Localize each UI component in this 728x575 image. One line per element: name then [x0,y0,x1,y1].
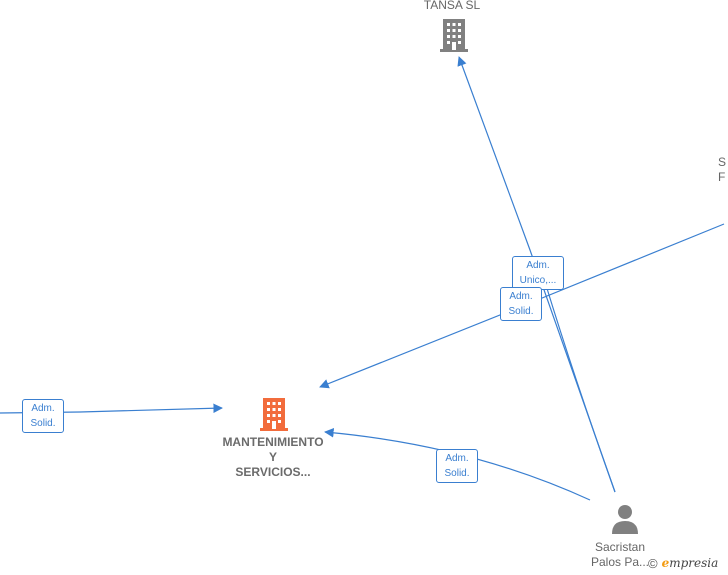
edge-label-adm-solid-center[interactable]: Adm. Solid. [500,287,542,321]
node-mantenimiento-line1: MANTENIMIENTO [222,435,324,449]
edge-label-line: Solid. [444,468,470,479]
edge-label-line: Adm. [526,260,550,271]
edge-label-adm-unico[interactable]: Adm. Unico,... [512,256,564,290]
empresia-watermark: © empresia [648,553,718,573]
node-sacristan-line1: Sacristan [594,540,646,554]
node-mantenimiento-line2: Y [268,450,277,464]
building-icon[interactable] [439,17,469,53]
edge-label-adm-solid-bottom[interactable]: Adm. Solid. [436,449,478,483]
node-sacristan-label[interactable]: Sacristan Palos Pa... [580,540,660,570]
person-icon[interactable] [610,503,640,535]
brand-logo: empresia [661,556,719,570]
node-tansa-label[interactable]: TANSA SL [423,0,481,12]
edge-label-line: Solid. [30,418,56,429]
node-sacristan-line2: Palos Pa... [590,555,650,569]
edge-label-line: Adm. [31,403,55,414]
node-right-cut-label[interactable]: S F [718,155,728,185]
edge-label-line: Unico,... [519,275,557,286]
edge-label-line: Adm. [445,453,469,464]
edge-sacristan-curve [544,281,616,493]
edge-label-line: Adm. [509,291,533,302]
node-mantenimiento-label[interactable]: MANTENIMIENTO Y SERVICIOS... [213,435,333,480]
building-icon-main[interactable] [259,396,289,432]
node-right-line2: F [718,170,726,184]
node-mantenimiento-line3: SERVICIOS... [235,465,311,479]
edge-label-line: Solid. [508,306,534,317]
copyright-icon: © [648,555,658,571]
node-right-line1: S [718,155,727,169]
edge-label-adm-solid-left[interactable]: Adm. Solid. [22,399,64,433]
